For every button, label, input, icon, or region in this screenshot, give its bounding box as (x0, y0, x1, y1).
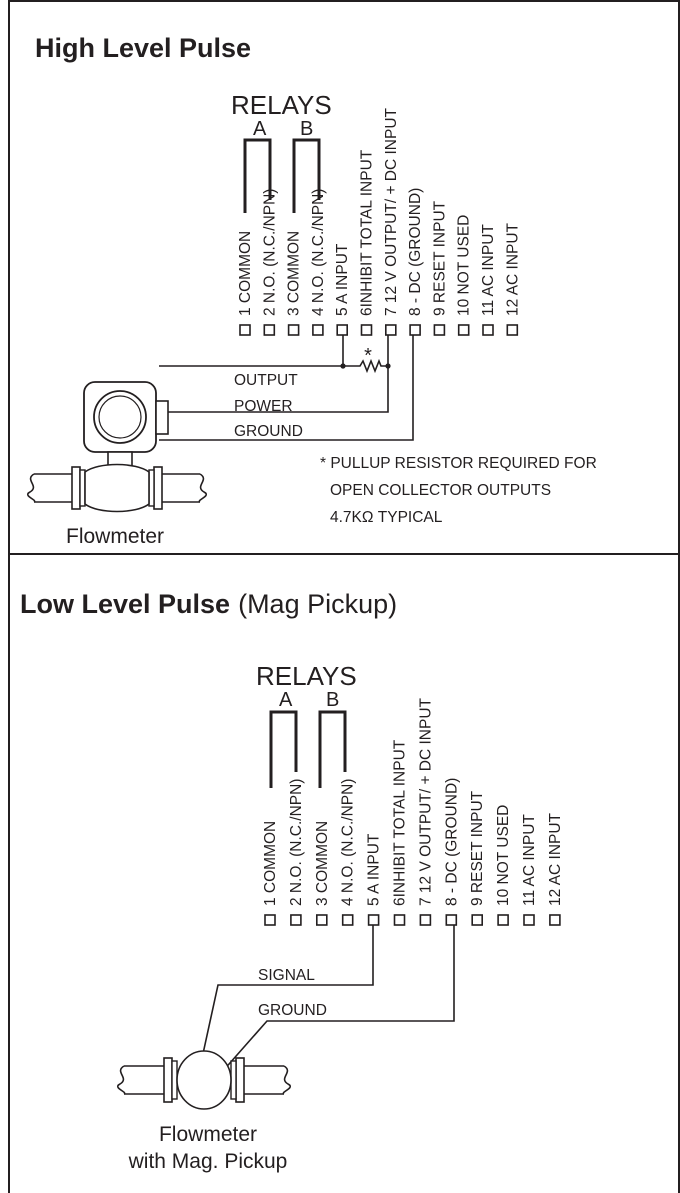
ground-wire-label: GROUND (258, 1002, 327, 1019)
terminal-3-label: 3 COMMON (314, 821, 331, 906)
note-line: OPEN COLLECTOR OUTPUTS (330, 482, 551, 499)
relay-b-label: B (300, 118, 313, 140)
flowmeter-icon (27, 381, 207, 513)
low-level-pulse-panel: Low Level Pulse (Mag Pickup) RELAYS A B 1… (20, 589, 564, 1173)
terminal-6-label: 6INHIBIT TOTAL INPUT (359, 149, 376, 316)
terminal-9-box (433, 324, 446, 336)
terminal-2-label: 2 N.O. (N.C./NPN) (261, 189, 278, 316)
terminal-2-label: 2 N.O. (N.C./NPN) (288, 779, 305, 906)
relay-a-bracket (243, 138, 272, 213)
terminal-1-box (264, 914, 276, 926)
junction-dot (340, 363, 346, 369)
terminal-1-box (239, 324, 251, 336)
terminal-12-box (506, 324, 519, 336)
terminal-10-box (457, 324, 470, 336)
flowmeter-label: Flowmeter (66, 525, 164, 548)
terminal-9-box (471, 914, 484, 926)
relay-a-bracket (269, 710, 298, 788)
terminal-6-box (360, 324, 373, 336)
terminal-9-label: 9 RESET INPUT (469, 790, 486, 906)
terminal-10-label: 10 NOT USED (495, 805, 512, 906)
output-wire (159, 335, 344, 367)
signal-wire (198, 925, 374, 1073)
flowmeter-label: with Mag. Pickup (128, 1150, 288, 1173)
panel-title-suffix: (Mag Pickup) (238, 589, 397, 619)
terminal-10-label: 10 NOT USED (456, 215, 473, 316)
terminal-4-label: 4 N.O. (N.C./NPN) (310, 189, 327, 316)
terminal-4-box (341, 914, 354, 926)
terminal-strip: 1 COMMON 2 N.O. (N.C./NPN) 3 COMMON 4 N.O. … (262, 697, 564, 926)
relay-b-bracket (318, 710, 347, 788)
pullup-resistor (343, 358, 388, 374)
terminal-5-box (336, 324, 349, 336)
terminal-8-label: 8 - DC (GROUND) (407, 188, 424, 316)
terminal-5-box (367, 914, 380, 926)
terminal-12-label: 12 AC INPUT (547, 812, 564, 906)
relays-label: RELAYS (231, 90, 332, 120)
terminal-11-label: 11 AC INPUT (521, 814, 538, 906)
resistor-asterisk: * (364, 345, 372, 367)
relay-b-label: B (326, 689, 339, 711)
junction-dot (385, 363, 391, 369)
terminal-12-label: 12 AC INPUT (504, 222, 521, 316)
terminal-strip: 1 COMMON 2 N.O. (N.C./NPN) 3 COMMON 4 N.O. … (237, 107, 521, 336)
terminal-3-box (315, 914, 328, 926)
terminal-3-label: 3 COMMON (286, 231, 303, 316)
terminal-5-label: 5 A INPUT (334, 243, 351, 316)
terminal-8-box (409, 324, 421, 336)
terminal-5-label: 5 A INPUT (366, 833, 383, 906)
panel-title: High Level Pulse (35, 33, 251, 63)
terminal-8-box (445, 914, 458, 926)
terminal-12-box (549, 914, 561, 926)
terminal-4-box (312, 324, 324, 336)
terminal-6-box (393, 914, 406, 926)
relay-b-bracket (292, 138, 321, 213)
ground-wire (221, 925, 455, 1073)
terminal-11-box (482, 324, 494, 336)
terminal-11-label: 11 AC INPUT (480, 224, 497, 316)
terminal-6-label: 6INHIBIT TOTAL INPUT (392, 739, 409, 906)
output-wire-label: OUTPUT (234, 372, 298, 389)
terminal-7-label: 7 12 V OUTPUT/ + DC INPUT (417, 697, 434, 906)
high-level-pulse-panel: High Level Pulse RELAYS A B 1 COMMON 2 N.… (27, 33, 597, 548)
terminal-9-label: 9 RESET INPUT (431, 200, 448, 316)
relay-a-label: A (279, 689, 293, 711)
power-wire (159, 335, 389, 413)
relay-a-label: A (253, 118, 267, 140)
panel-title: Low Level Pulse (Mag Pickup) (20, 589, 397, 619)
terminal-2-box (263, 324, 276, 336)
note-line: 4.7KΩ TYPICAL (330, 509, 443, 526)
terminal-2-box (290, 914, 302, 926)
terminal-3-box (287, 324, 300, 336)
terminal-11-box (523, 914, 535, 926)
panel-title-main: Low Level Pulse (20, 589, 230, 619)
outer-frame (8, 0, 680, 1193)
terminal-1-label: 1 COMMON (262, 821, 279, 906)
note-line: * PULLUP RESISTOR REQUIRED FOR (320, 455, 597, 472)
mag-pickup-flowmeter-icon (117, 1050, 291, 1110)
ground-wire-label: GROUND (234, 423, 303, 440)
flowmeter-label: Flowmeter (159, 1123, 257, 1146)
terminal-7-label: 7 12 V OUTPUT/ + DC INPUT (383, 107, 400, 316)
terminal-10-box (497, 914, 509, 926)
signal-wire-label: SIGNAL (258, 967, 315, 984)
terminal-7-box (419, 914, 432, 926)
ground-wire (159, 335, 414, 441)
power-wire-label: POWER (234, 398, 293, 415)
relays-label: RELAYS (256, 661, 357, 691)
terminal-1-label: 1 COMMON (237, 231, 254, 316)
terminal-4-label: 4 N.O. (N.C./NPN) (340, 779, 357, 906)
terminal-8-label: 8 - DC (GROUND) (443, 778, 460, 906)
terminal-7-box (384, 324, 397, 336)
